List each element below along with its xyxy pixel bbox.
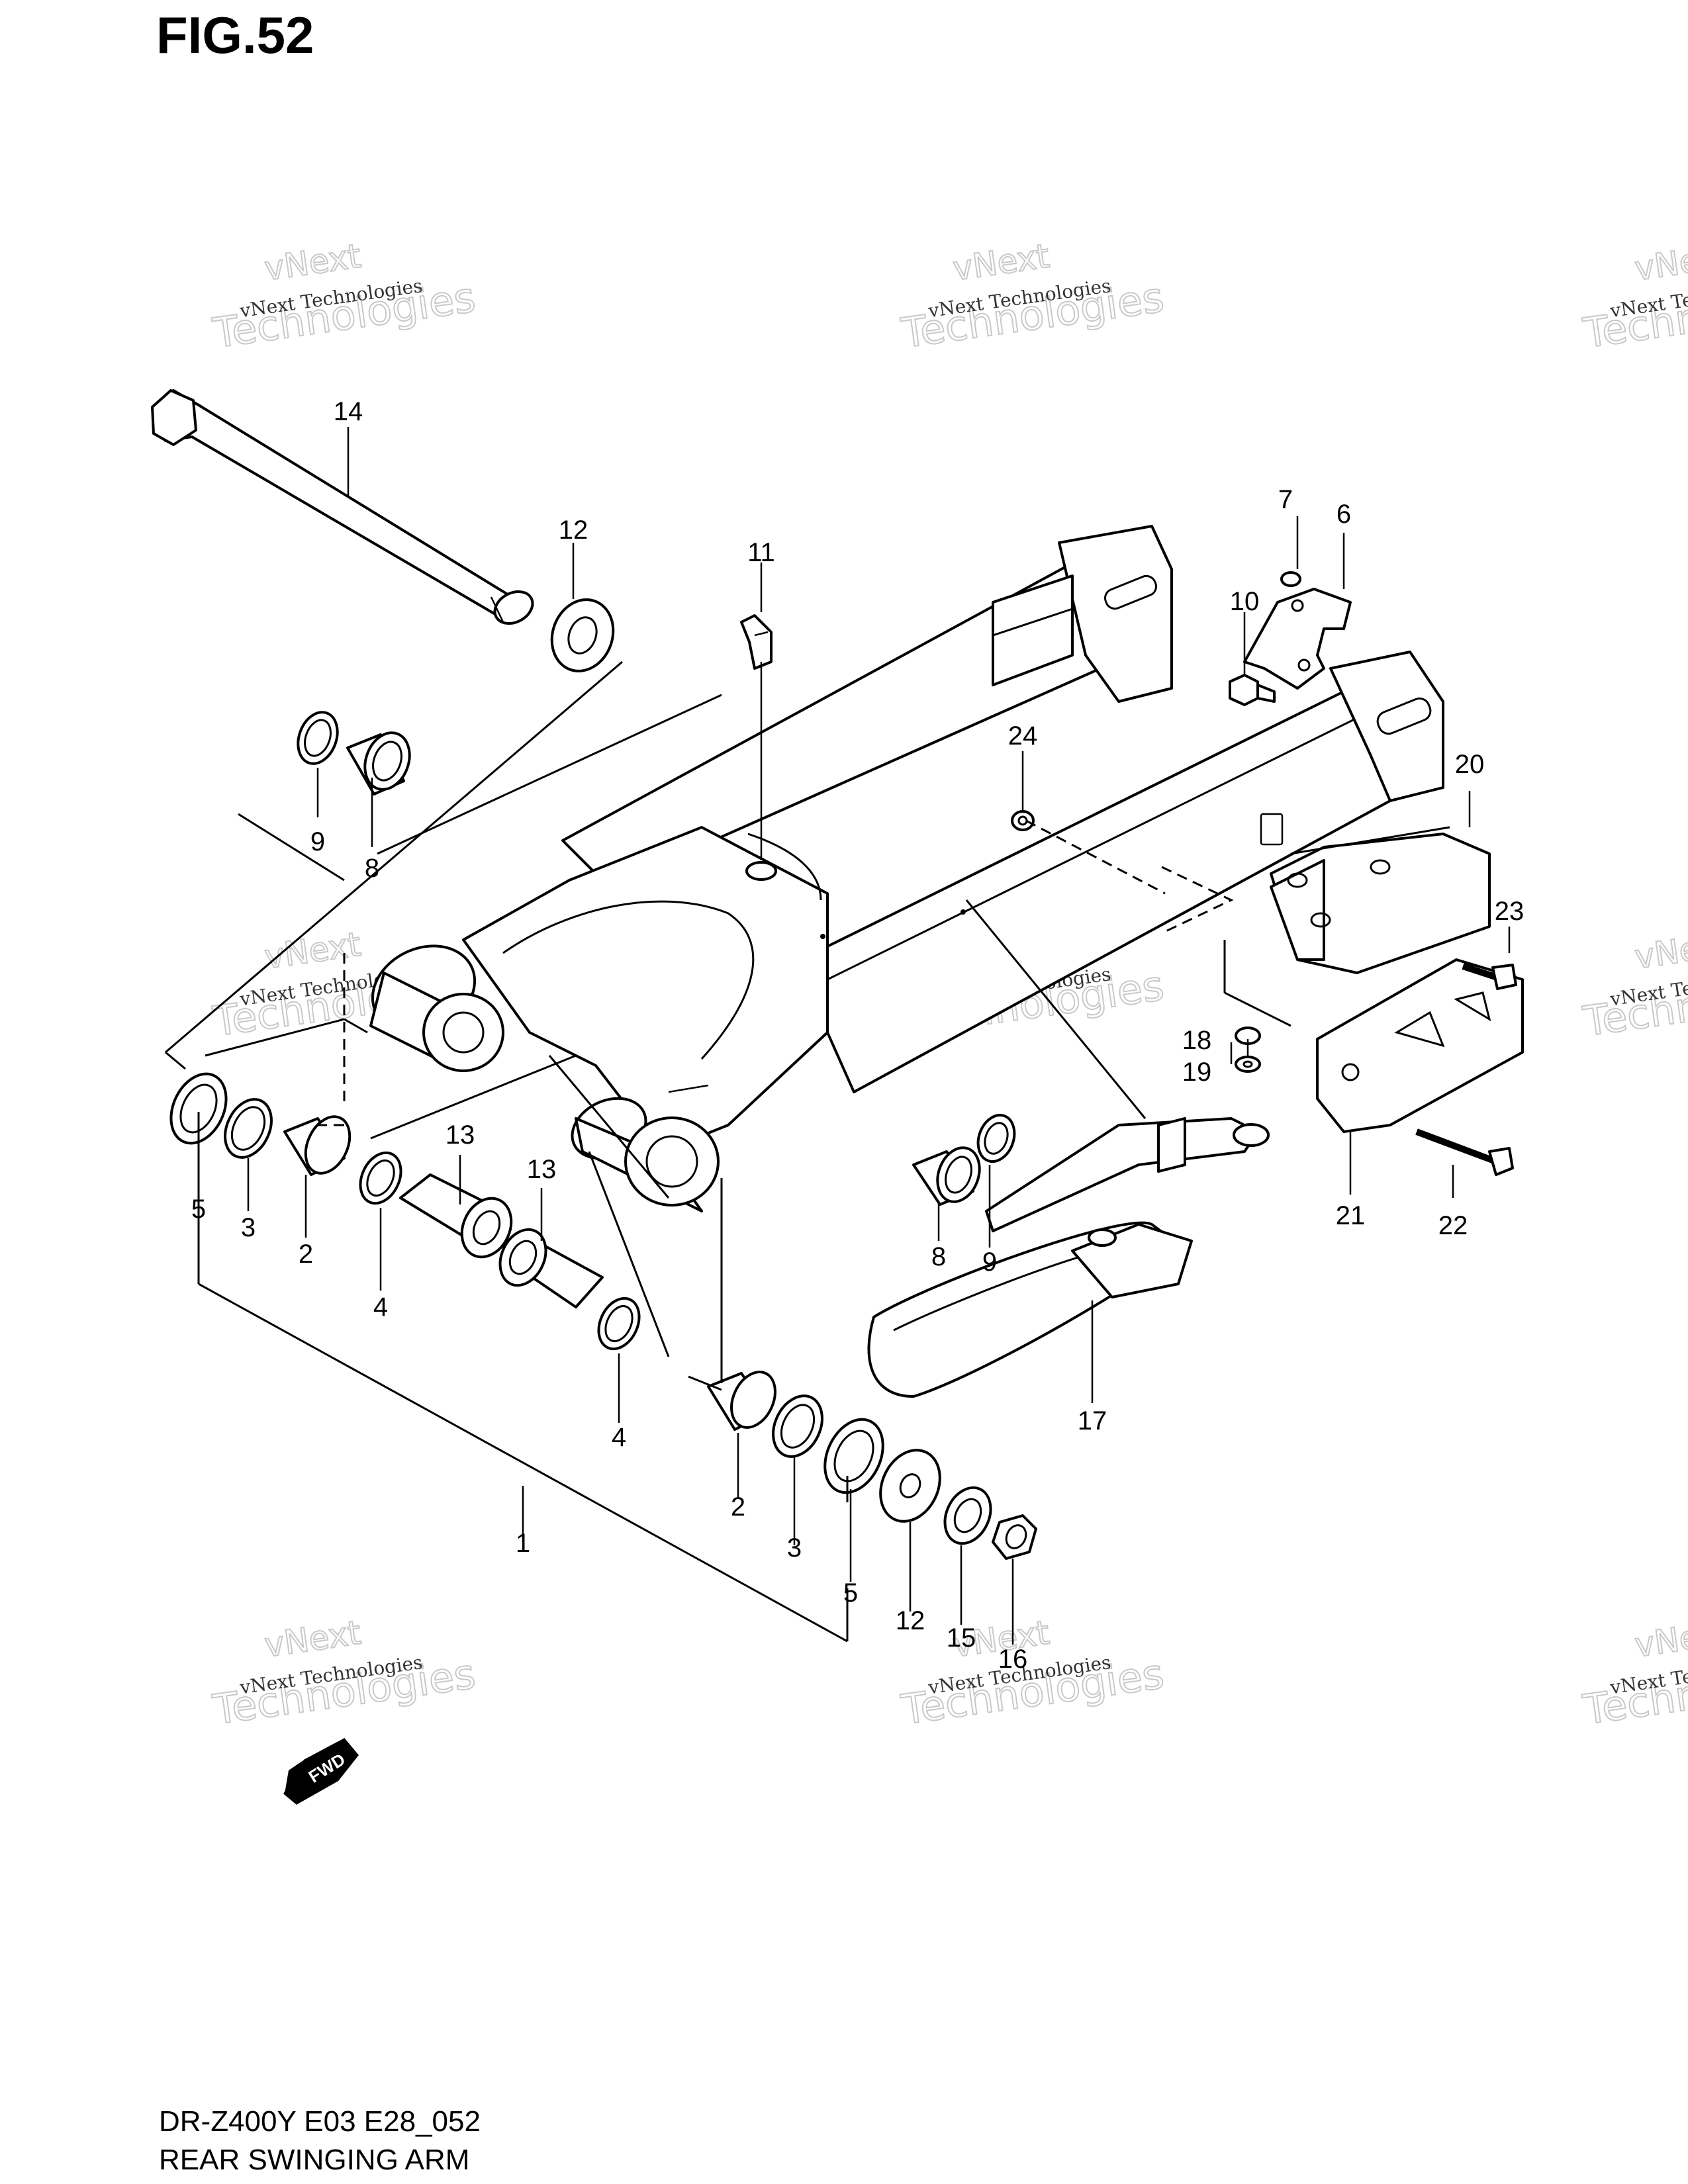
callout-11: 11 [747, 538, 775, 567]
washer-part-9 [297, 711, 339, 765]
washer-part-3 [772, 1394, 823, 1458]
assembly-lines [165, 660, 1450, 1643]
spacer-part-4 [359, 1151, 402, 1205]
callout-labels: 1 2 2 3 3 4 4 5 5 6 7 8 8 9 9 10 11 12 1… [191, 397, 1524, 1674]
callout-5: 5 [843, 1578, 858, 1608]
callout-9: 9 [310, 827, 325, 856]
bolt-part-23 [1462, 963, 1517, 990]
pivot-shaft-part-14 [151, 389, 534, 625]
callout-1: 1 [516, 1529, 530, 1558]
nut-part-24 [1011, 810, 1035, 831]
nut-part-16 [992, 1514, 1037, 1560]
callout-22: 22 [1438, 1211, 1468, 1240]
watermark-vnext: vNext [262, 925, 363, 977]
callout-4: 4 [612, 1423, 626, 1452]
washer-part-12 [550, 598, 615, 672]
callout-5: 5 [191, 1195, 206, 1224]
callout-leaders [197, 427, 1511, 1645]
watermark-vnext: vNext [1632, 925, 1688, 977]
callout-13: 13 [445, 1120, 475, 1150]
callout-18: 18 [1182, 1026, 1212, 1055]
callout-12: 12 [559, 516, 588, 545]
callout-7: 7 [1278, 485, 1293, 514]
chain-guide-part-20 [1270, 833, 1491, 974]
callout-4: 4 [373, 1293, 388, 1322]
washer-part-3 [224, 1098, 273, 1159]
callout-19: 19 [1182, 1058, 1212, 1087]
callout-24: 24 [1008, 721, 1038, 751]
callout-8: 8 [931, 1242, 946, 1271]
chain-buffer-part-17 [867, 1117, 1270, 1398]
bearing-part-8 [346, 731, 411, 796]
spacer-part-4 [597, 1297, 641, 1351]
callout-16: 16 [998, 1645, 1028, 1674]
callout-10: 10 [1230, 587, 1260, 616]
callout-21: 21 [1336, 1201, 1366, 1230]
bolt-part-10 [1229, 674, 1276, 706]
callout-2: 2 [731, 1492, 745, 1522]
bearing-part-2 [283, 1115, 352, 1176]
callout-9: 9 [982, 1248, 997, 1277]
diagram-caption: REAR SWINGING ARM [159, 2144, 469, 2176]
callout-17: 17 [1078, 1406, 1107, 1435]
washer-part-19 [1235, 1056, 1261, 1073]
screw-part-18 [1235, 1026, 1261, 1059]
callout-3: 3 [787, 1533, 802, 1563]
callout-3: 3 [241, 1213, 256, 1242]
oil-seal-part-5 [169, 1072, 228, 1145]
grease-nipple-part-11 [740, 614, 773, 670]
callout-13: 13 [527, 1155, 557, 1184]
watermark-vnext: vNext [951, 237, 1052, 289]
washer-part-15 [943, 1486, 992, 1545]
spacer-part-13 [399, 1173, 513, 1259]
watermark-vnext: vNext [1632, 1614, 1688, 1665]
figure-title: FIG.52 [156, 6, 314, 64]
callout-15: 15 [947, 1623, 976, 1653]
callout-23: 23 [1495, 897, 1524, 926]
screw-part-7 [1280, 571, 1301, 587]
callout-20: 20 [1455, 750, 1485, 779]
swinging-arm-part-1 [369, 525, 1444, 1212]
chain-guide-plate-part-21 [1316, 958, 1524, 1133]
bearing-part-2 [707, 1371, 776, 1431]
washer-part-12 [879, 1449, 941, 1523]
callout-6: 6 [1336, 500, 1351, 529]
watermark-vnext: vNext [262, 1614, 363, 1665]
bearing-part-8 [912, 1146, 981, 1206]
watermark-vnext: vNext [1632, 237, 1688, 289]
callout-8: 8 [365, 854, 379, 883]
fwd-arrow-icon: FWD [283, 1738, 359, 1805]
bolt-part-22 [1415, 1128, 1514, 1176]
oil-seal-part-5 [823, 1418, 884, 1494]
washer-part-9 [976, 1114, 1016, 1163]
callout-12: 12 [896, 1606, 925, 1635]
model-code: DR-Z400Y E03 E28_052 [159, 2105, 481, 2138]
callout-14: 14 [334, 397, 363, 426]
spacer-part-13 [498, 1228, 604, 1308]
callout-2: 2 [299, 1240, 313, 1269]
bracket-part-6 [1243, 588, 1352, 690]
watermark-vnext: vNext [262, 237, 363, 289]
